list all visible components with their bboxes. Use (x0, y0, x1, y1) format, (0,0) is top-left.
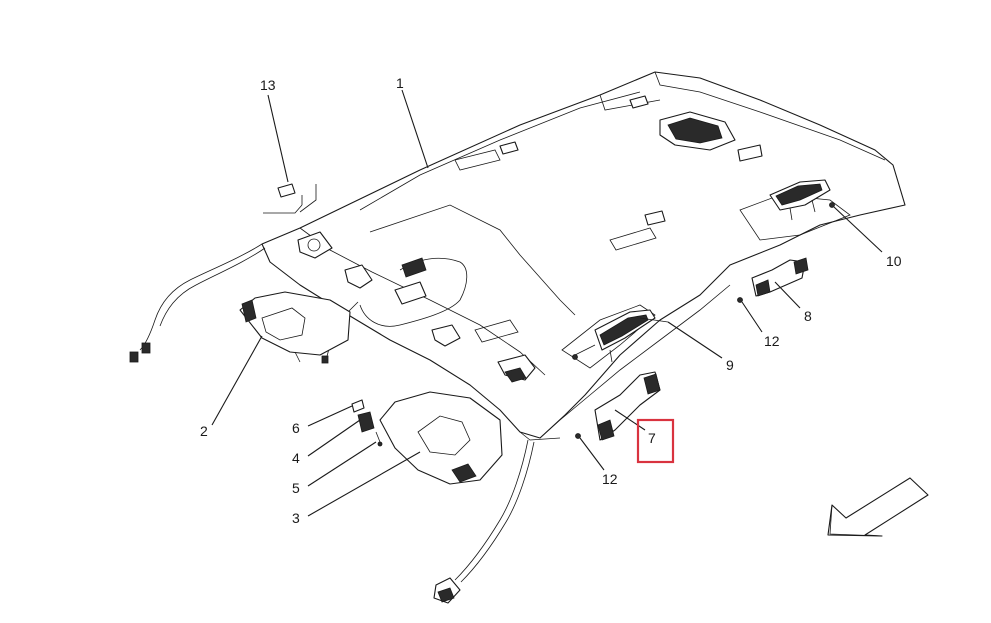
callout-13: 13 (260, 77, 276, 93)
callout-5: 5 (292, 480, 300, 496)
part-2-left-sun-visor (239, 291, 351, 363)
highlight-box (636, 418, 675, 464)
direction-arrow-icon (827, 477, 929, 537)
callout-labels: 13 1 2 6 4 5 3 7 8 9 10 12 12 (200, 75, 902, 526)
callout-9: 9 (726, 357, 734, 373)
part-9-bracket (572, 309, 669, 363)
leader-lines (211, 89, 883, 517)
callout-2: 2 (200, 423, 208, 439)
callout-12-front: 12 (602, 471, 618, 487)
part-8-clip (737, 257, 809, 303)
part-7-clip (575, 371, 661, 441)
callout-10: 10 (886, 253, 902, 269)
callout-1: 1 (396, 75, 404, 91)
part-10-rear-handle (769, 179, 835, 221)
headliner-panel (261, 71, 906, 441)
part-13-clip (263, 183, 317, 214)
wiring-harness (129, 243, 535, 604)
callout-6: 6 (292, 420, 300, 436)
callout-8: 8 (804, 308, 812, 324)
callout-7: 7 (648, 430, 656, 446)
callout-4: 4 (292, 450, 300, 466)
callout-3: 3 (292, 510, 300, 526)
part-3-right-sun-visor (351, 391, 503, 485)
callout-12-rear: 12 (764, 333, 780, 349)
